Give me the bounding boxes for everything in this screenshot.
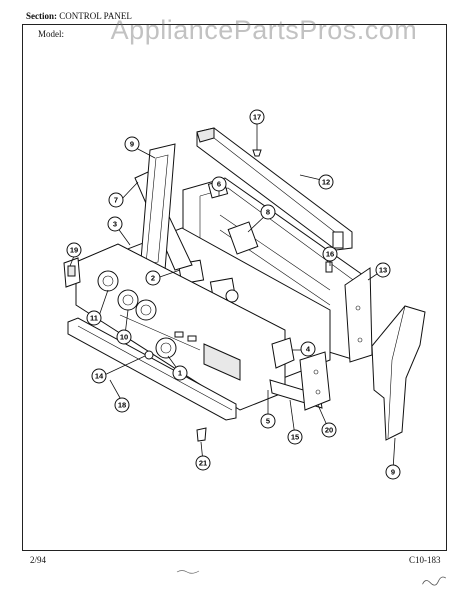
svg-text:3: 3 bbox=[113, 220, 117, 229]
section-heading: Section: CONTROL PANEL bbox=[26, 11, 132, 21]
indicator-light-part bbox=[63, 257, 81, 288]
callout-5: 5 bbox=[260, 413, 276, 429]
svg-text:6: 6 bbox=[217, 180, 221, 189]
svg-text:15: 15 bbox=[291, 433, 299, 442]
svg-text:7: 7 bbox=[114, 196, 118, 205]
right-end-cap-part bbox=[371, 305, 426, 441]
model-heading: Model: bbox=[38, 29, 64, 39]
callout-21: 21 bbox=[195, 455, 211, 471]
callout-9-left: 9 bbox=[124, 136, 140, 152]
svg-text:10: 10 bbox=[120, 333, 128, 342]
top-rail-part bbox=[196, 127, 353, 251]
callout-2: 2 bbox=[145, 270, 161, 286]
svg-text:14: 14 bbox=[95, 372, 104, 381]
callout-10: 10 bbox=[116, 329, 132, 345]
callout-12: 12 bbox=[318, 174, 334, 190]
revision-date: 2/94 bbox=[30, 555, 47, 565]
bottom-clip-part bbox=[196, 427, 207, 442]
svg-text:13: 13 bbox=[379, 266, 387, 275]
svg-text:21: 21 bbox=[199, 459, 207, 468]
svg-text:19: 19 bbox=[70, 246, 78, 255]
handwritten-mark bbox=[422, 576, 447, 586]
svg-text:11: 11 bbox=[90, 314, 98, 323]
callout-11: 11 bbox=[86, 310, 102, 326]
clip-part bbox=[325, 261, 333, 273]
lower-bracket-part bbox=[269, 351, 331, 411]
callout-19: 19 bbox=[66, 242, 82, 258]
svg-text:18: 18 bbox=[118, 401, 126, 410]
callout-9-right: 9 bbox=[385, 464, 401, 480]
callout-3: 3 bbox=[107, 216, 123, 232]
callout-18: 18 bbox=[114, 397, 130, 413]
bottom-trim-part bbox=[67, 317, 237, 421]
diagram-code: C10-183 bbox=[409, 555, 441, 565]
callout-4: 4 bbox=[300, 341, 316, 357]
svg-text:16: 16 bbox=[326, 250, 334, 259]
callout-20: 20 bbox=[321, 422, 337, 438]
svg-text:17: 17 bbox=[253, 113, 261, 122]
svg-text:12: 12 bbox=[322, 178, 330, 187]
svg-text:2: 2 bbox=[151, 274, 155, 283]
callout-15: 15 bbox=[287, 429, 303, 445]
callout-1: 1 bbox=[172, 365, 188, 381]
control-panel-part bbox=[75, 243, 286, 411]
side-bracket-part bbox=[271, 337, 295, 369]
svg-text:9: 9 bbox=[391, 468, 395, 477]
callout-6: 6 bbox=[211, 176, 227, 192]
callout-8: 8 bbox=[260, 204, 276, 220]
callout-17: 17 bbox=[249, 109, 265, 125]
button-part bbox=[144, 350, 154, 360]
screw-part bbox=[252, 128, 262, 157]
callout-16: 16 bbox=[322, 246, 338, 262]
svg-text:20: 20 bbox=[325, 426, 333, 435]
svg-text:9: 9 bbox=[130, 140, 134, 149]
callout-13: 13 bbox=[375, 262, 391, 278]
svg-text:1: 1 bbox=[178, 369, 182, 378]
svg-text:5: 5 bbox=[266, 417, 270, 426]
svg-text:4: 4 bbox=[306, 345, 311, 354]
callout-7: 7 bbox=[108, 192, 124, 208]
svg-text:8: 8 bbox=[266, 208, 270, 217]
handwritten-squiggle bbox=[176, 570, 200, 574]
diagram-border bbox=[22, 24, 447, 551]
callout-14: 14 bbox=[91, 368, 107, 384]
